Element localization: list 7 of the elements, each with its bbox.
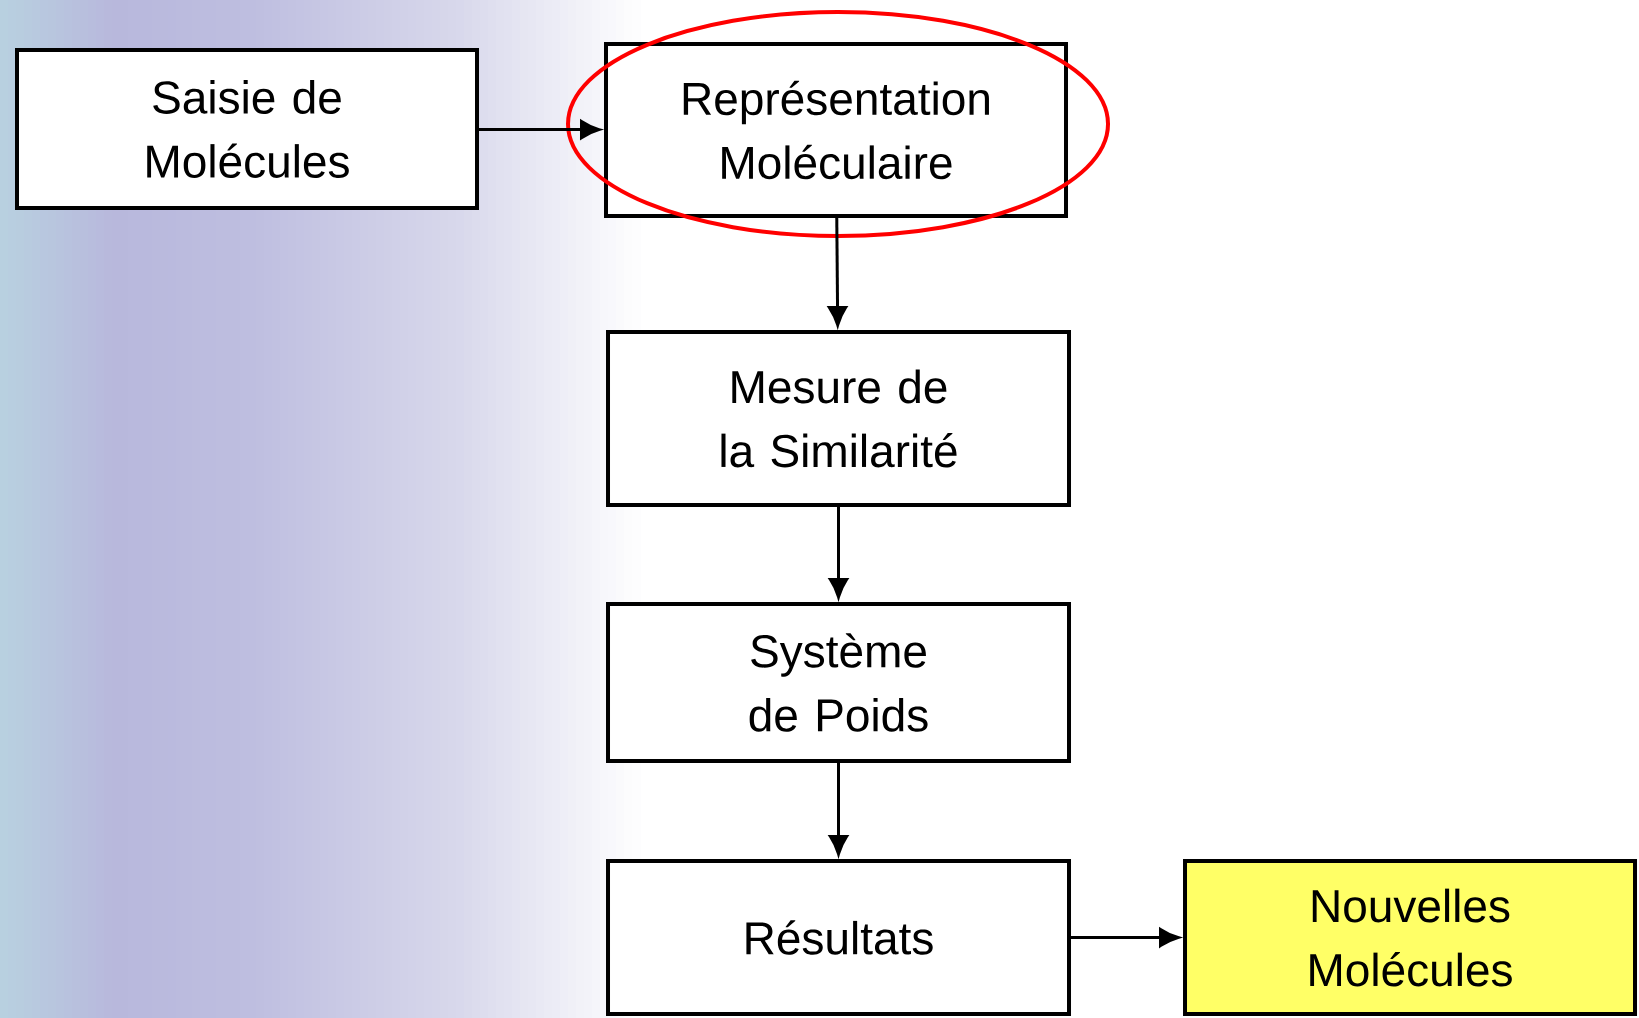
process-box: Représentation Moléculaire [604,42,1068,218]
process-box: Nouvelles Molécules [1183,859,1637,1016]
process-box: Saisie de Molécules [15,48,479,210]
arrow [827,218,848,327]
process-box: Système de Poids [606,602,1071,763]
process-box: Résultats [606,859,1071,1016]
process-box: Mesure de la Similarité [606,330,1071,507]
